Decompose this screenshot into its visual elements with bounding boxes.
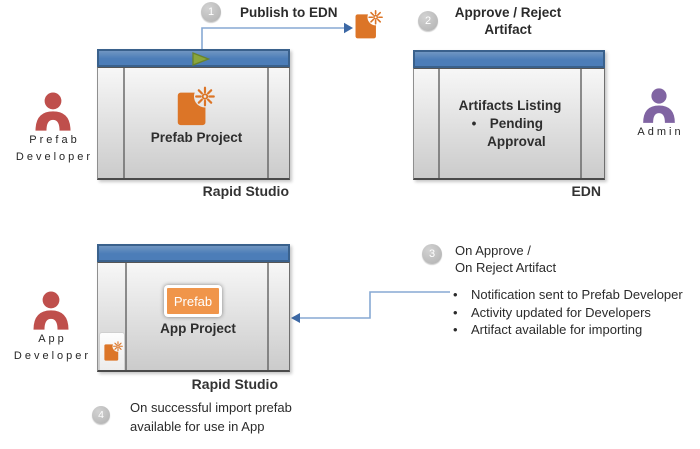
window-pane-divider (123, 68, 125, 178)
window-caption: Rapid Studio (202, 183, 289, 199)
publish-connector-line (201, 27, 345, 49)
person-icon (32, 92, 74, 132)
notes-list: •Notification sent to Prefab Developer •… (453, 286, 695, 339)
prefab-artifact-icon (173, 84, 215, 130)
person-icon (30, 291, 72, 331)
actor-app-developer: App Developer (3, 291, 99, 365)
actor-prefab-developer: Prefab Developer (5, 92, 101, 166)
step-2-label: Approve / Reject Artifact (454, 5, 562, 37)
note-item: •Notification sent to Prefab Developer (453, 287, 683, 302)
window-body: Prefab Project (97, 67, 290, 180)
window-titlebar (413, 50, 605, 68)
approve-connector-line (299, 291, 450, 319)
actor-label: Prefab (29, 134, 80, 146)
window-pane-divider (267, 263, 269, 370)
note-item: •Artifact available for importing (453, 322, 643, 337)
actor-label: Admin (637, 126, 684, 138)
actor-label: Developer (15, 151, 94, 163)
step-3-label: On Approve / On Reject Artifact (455, 243, 557, 275)
edn-content: Artifacts Listing • Pending Approval (440, 97, 580, 151)
prefab-button: Prefab (164, 285, 222, 317)
window-pane-divider (580, 69, 582, 178)
window-pane-divider (125, 263, 127, 370)
edn-list-title: Artifacts Listing (458, 98, 562, 113)
project-label: Prefab Project (150, 130, 243, 145)
published-artifact-icon (352, 8, 383, 42)
step-3-badge: 3 (422, 244, 442, 264)
app-window-rapid-studio-top: Prefab Project (97, 49, 290, 180)
window-body: Prefab App Project (97, 262, 290, 372)
note-item: •Activity updated for Developers (453, 304, 651, 320)
step-1-badge: 1 (201, 2, 221, 22)
bullet-icon: • (453, 287, 458, 302)
imported-artifact-icon (102, 340, 123, 363)
person-icon (640, 88, 678, 124)
app-window-edn: Artifacts Listing • Pending Approval (413, 50, 605, 180)
approve-arrow-icon (291, 313, 300, 323)
sidebar-panel (99, 332, 125, 370)
step-2-badge: 2 (418, 11, 438, 31)
play-icon (192, 52, 210, 66)
app-window-rapid-studio-bottom: Prefab App Project (97, 244, 290, 372)
actor-label: Developer (13, 350, 92, 362)
window-caption: EDN (571, 183, 601, 199)
actor-label: App (38, 333, 67, 345)
window-body: Artifacts Listing • Pending Approval (413, 68, 605, 180)
window-pane-divider (438, 69, 440, 178)
window-titlebar (97, 244, 290, 262)
step-4-badge: 4 (92, 406, 110, 424)
window-caption: Rapid Studio (191, 376, 278, 392)
window-titlebar (97, 49, 290, 67)
edn-list-item: • Pending Approval (471, 116, 546, 149)
step-1-label: Publish to EDN (240, 5, 338, 20)
bullet-icon: • (453, 304, 458, 320)
bullet-icon: • (453, 322, 458, 337)
window-pane-divider (267, 68, 269, 178)
step-4-label: On successful import prefab available fo… (130, 400, 292, 434)
actor-admin: Admin (613, 88, 700, 141)
project-label: App Project (160, 321, 236, 336)
bullet-icon: • (471, 116, 477, 131)
